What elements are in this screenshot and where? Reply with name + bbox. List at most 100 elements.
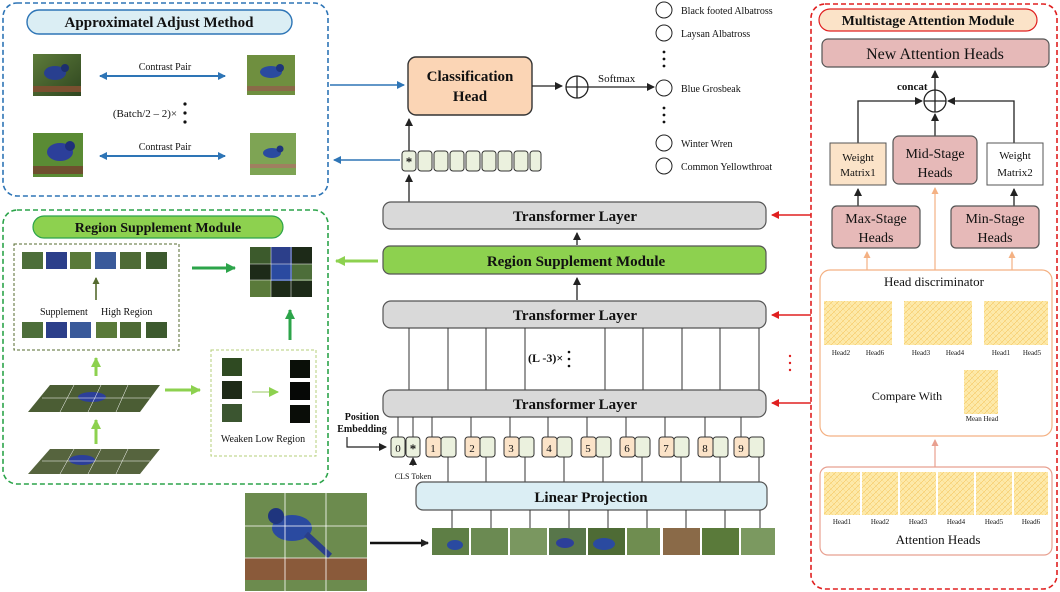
token-number-label: 1 [430,443,436,455]
class-label: Laysan Albatross [681,29,750,40]
region-panel-title: Region Supplement Module [75,221,241,236]
mean-head-label: Mean Head [966,415,999,423]
attention-head-maps [824,472,1048,515]
attention-head-label: Head4 [947,518,966,526]
weaken-patches-left [222,358,242,422]
disc-head-label: Head1 [992,349,1011,357]
high-region-strip-top [22,252,167,269]
adjust-panel-border [2,2,329,197]
class-node [655,79,673,97]
position-embedding-label-1: Position [345,412,380,423]
vertical-ellipsis-adjust [183,102,187,124]
region-supplement-bar [382,245,767,275]
class-label: Blue Grosbeak [681,84,741,95]
classification-head-line2: Head [453,89,488,105]
projection-connectors-upper [447,457,760,482]
mid-stage-line1: Mid-Stage [905,147,964,162]
weaken-label: Weaken Low Region [221,434,305,445]
mid-stage-heads-box [892,135,978,185]
patch-grid-image-lower [28,448,160,475]
class-label: Winter Wren [681,139,733,150]
patch-grid-image-upper [28,384,160,413]
new-heads-box [821,38,1050,68]
token-number-label: 6 [624,443,630,455]
position-embedding-label-2: Embedding [337,424,386,435]
output-cls-star: * [406,154,413,169]
token-number-label: 4 [546,443,552,455]
new-heads-label: New Attention Heads [866,46,1004,63]
high-region-strip-bottom [22,322,167,338]
linear-projection-box [415,481,768,511]
attention-head-label: Head6 [1022,518,1041,526]
classification-head-line1: Classification [427,69,514,85]
weight1-to-concat-arrow [857,97,923,143]
region-panel-title-box [32,215,284,239]
class-label: Black footed Albatross [681,6,773,17]
token-number-label: 9 [738,443,744,455]
min-stage-line1: Min-Stage [965,212,1024,227]
attention-head-label: Head3 [909,518,928,526]
weaken-patches-right [290,360,310,423]
adjust-panel-title-box [26,9,293,35]
contrast-pair-label-1: Contrast Pair [139,62,192,73]
disc-head-label: Head2 [832,349,851,357]
transformer-top-label: Transformer Layer [513,209,637,225]
bird-image-b2 [250,133,296,175]
attention-panel-title: Multistage Attention Module [842,14,1015,29]
discriminator-attention-maps [824,301,1048,345]
bird-image-b1 [247,55,295,95]
softmax-sum-icon [565,75,589,99]
weight-matrix1-box [829,142,887,186]
adjust-method-panel: Approximatel Adjust Method Contrast Pair… [2,2,329,197]
transformer-layer-bottom [382,389,767,418]
weaken-box [210,349,317,457]
max-stage-line1: Max-Stage [845,212,906,227]
supplement-box [13,243,180,351]
high-region-label: High Region [101,307,152,318]
red-ellipsis [788,354,792,372]
token-connectors-lower [397,417,742,437]
disc-head-label: Head4 [946,349,965,357]
transformer-layer-top [382,201,767,230]
classification-section: Classification Head Softmax Black footed… [330,1,773,175]
head-discriminator-box [819,269,1053,437]
class-label: Common Yellowthroat [681,162,772,173]
weight-matrix1-line2: Matrix1 [840,167,875,179]
concat-sum-icon [923,89,947,113]
token-number-label: 5 [585,443,591,455]
token-number-label: 3 [508,443,514,455]
token-number-label: 2 [469,443,475,455]
disc-head-label: Head3 [912,349,931,357]
region-supplement-panel: Region Supplement Module Supplement High… [2,209,329,485]
position-embedding-arrow [346,437,387,451]
attention-head-label: Head2 [871,518,890,526]
max-stage-line2: Heads [859,231,894,246]
head-discriminator-label: Head discriminator [884,274,985,289]
mid-stage-line2: Heads [918,166,953,181]
projection-connectors-lower [451,510,761,528]
region-supplement-bar-label: Region Supplement Module [487,254,666,270]
weight2-to-concat-arrow [947,97,1015,143]
weight-matrix2-box [986,142,1044,186]
concat-label: concat [897,81,928,93]
token-zero-box [390,436,406,458]
attention-panel-title-box [818,8,1038,32]
adjust-panel-title: Approximatel Adjust Method [65,15,255,31]
class-node [655,134,673,152]
bird-image-a1 [33,54,81,96]
weight-matrix2-line2: Matrix2 [997,167,1032,179]
center-pipeline: * Transformer Layer Region Supplement Mo… [245,118,775,591]
disc-head-label: Head5 [1023,349,1042,357]
softmax-label: Softmax [598,73,636,85]
classification-head-box [407,56,533,116]
cls-token-label: CLS Token [395,472,431,481]
disc-head-label: Head6 [866,349,885,357]
contrast-pair-label-2: Contrast Pair [139,142,192,153]
batch-repeat-label: (Batch/2 – 2)× [113,108,177,120]
class-node [655,157,673,175]
class-node [655,24,673,42]
input-cls-star: * [410,441,417,456]
region-panel-border [2,209,329,485]
attention-heads-label: Attention Heads [896,532,981,547]
